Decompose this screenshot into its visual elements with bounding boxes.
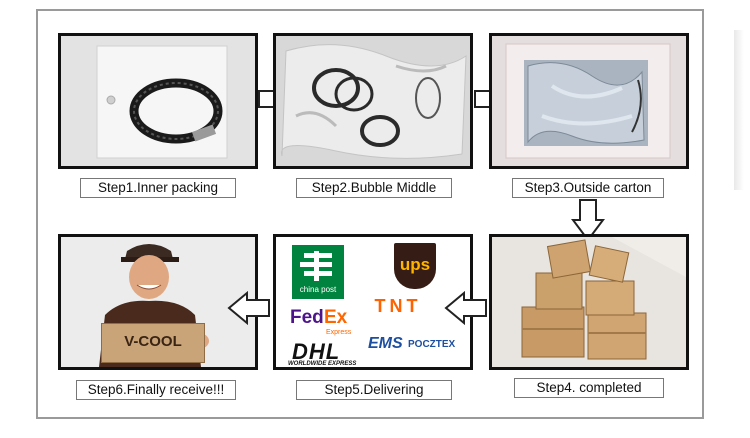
step2-caption: Step2.Bubble Middle — [296, 178, 452, 198]
tnt-text: TNT — [374, 296, 422, 316]
step4-image — [489, 234, 689, 370]
left-arrow-icon — [444, 291, 487, 325]
china-post-text: china post — [299, 285, 337, 294]
ems-text: EMS — [368, 335, 403, 352]
tnt-logo: TNT — [362, 295, 434, 319]
dhl-subtext: WORLDWIDE EXPRESS — [288, 361, 357, 367]
down-arrow-icon — [571, 199, 605, 242]
step3-caption: Step3.Outside carton — [512, 178, 664, 198]
ups-text: ups — [399, 255, 431, 274]
fedex-logo: Fed Ex Express — [290, 307, 360, 341]
box-label: V-COOL — [124, 333, 182, 350]
step6-image: V-COOL — [58, 234, 258, 370]
fedex-fed-text: Fed — [290, 307, 324, 328]
step1-image — [58, 33, 258, 169]
step5-image: china post ups TNT Fed Ex Express DHL WO… — [273, 234, 473, 370]
fedex-express-text: Express — [326, 329, 352, 336]
dhl-logo: DHL WORLDWIDE EXPRESS — [284, 339, 376, 367]
dhl-text: DHL — [292, 339, 341, 364]
pocztex-text: POCZTEX — [408, 339, 456, 350]
fedex-ex-text: Ex — [324, 307, 348, 328]
ups-logo: ups — [394, 243, 436, 289]
left-arrow-icon — [227, 291, 270, 325]
right-edge-shadow — [734, 30, 744, 190]
ems-logo: EMS POCZTEX — [368, 333, 468, 359]
received-box: V-COOL — [101, 323, 205, 363]
step2-image — [273, 33, 473, 169]
china-post-logo: china post — [292, 245, 344, 299]
step6-caption: Step6.Finally receive!!! — [76, 380, 236, 400]
step3-image — [489, 33, 689, 169]
step4-caption: Step4. completed — [514, 378, 664, 398]
step5-caption: Step5.Delivering — [296, 380, 452, 400]
step1-caption: Step1.Inner packing — [80, 178, 236, 198]
